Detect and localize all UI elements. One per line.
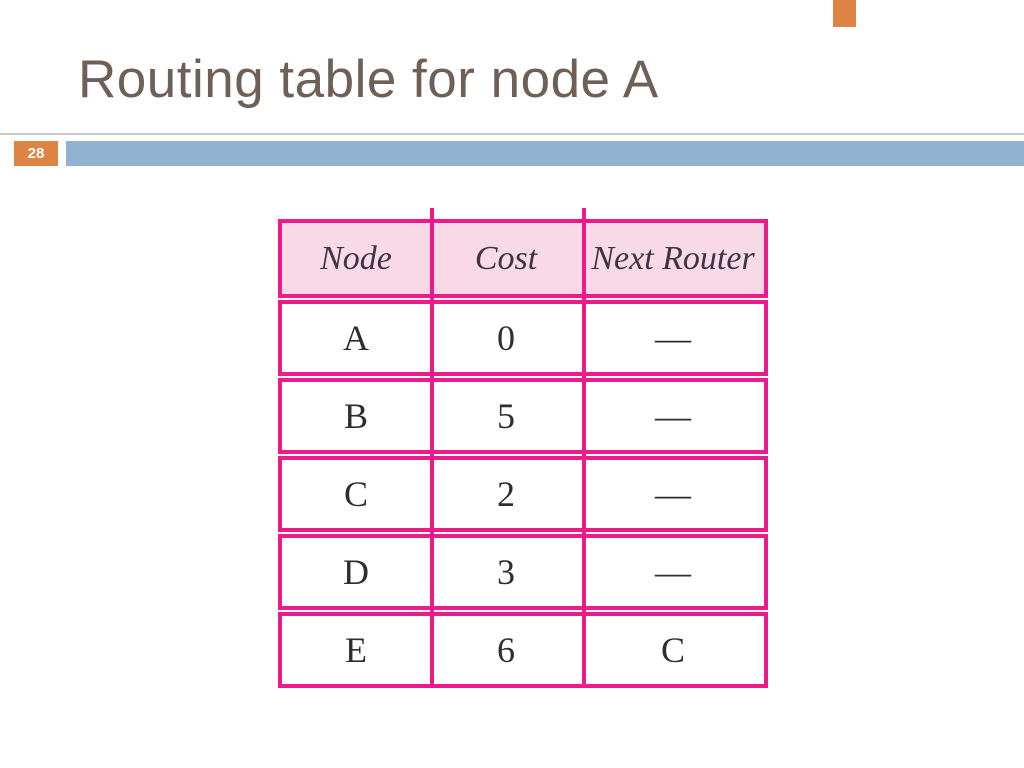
table-cell: 3 xyxy=(497,552,515,592)
table-row: A 0 — xyxy=(278,300,768,376)
table-header-row: Node Cost Next Router xyxy=(278,219,768,298)
table-cell: A xyxy=(343,318,369,358)
table-row: D 3 — xyxy=(278,534,768,610)
divider-line xyxy=(0,133,1024,135)
table-cell: E xyxy=(345,630,367,670)
table-cell: C xyxy=(343,474,368,514)
table-row: E 6 C xyxy=(278,612,768,688)
routing-table: Node Cost Next Router A 0 — B 5 — C 2 — … xyxy=(278,208,768,688)
table-cell: 6 xyxy=(497,630,515,670)
page-number: 28 xyxy=(27,145,45,162)
table-cell: 5 xyxy=(497,396,515,436)
table-cell: — xyxy=(655,474,691,514)
table-cell: C xyxy=(660,630,685,670)
table-row: B 5 — xyxy=(278,378,768,454)
header-bar xyxy=(66,141,1024,166)
table-row: C 2 — xyxy=(278,456,768,532)
page-title: Routing table for node A xyxy=(78,50,659,109)
top-accent-tab xyxy=(833,0,856,27)
table-cell: 0 xyxy=(497,318,515,358)
table-cell: — xyxy=(655,318,691,358)
table-header-cell-node: Node xyxy=(320,239,392,277)
table-header-cell-next-router: Next Router xyxy=(591,239,755,277)
table-header-cell-cost: Cost xyxy=(474,239,538,277)
table-cell: D xyxy=(343,552,369,592)
page-number-badge: 28 xyxy=(14,141,58,166)
table-cell: 2 xyxy=(497,474,515,514)
table-cell: — xyxy=(655,396,691,436)
column-divider-1 xyxy=(430,208,434,688)
column-divider-2 xyxy=(582,208,586,688)
table-cell: B xyxy=(343,396,368,436)
table-cell: — xyxy=(655,552,691,592)
